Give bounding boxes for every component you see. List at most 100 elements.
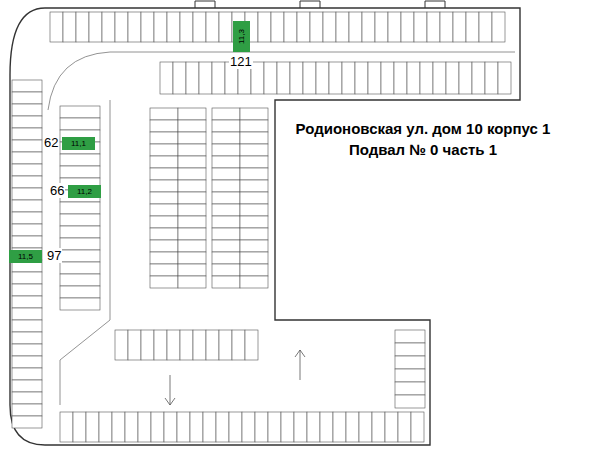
parking-space: [212, 120, 240, 132]
parking-space: [12, 128, 42, 140]
parking-space: [271, 12, 284, 42]
parking-space: [12, 200, 42, 212]
parking-space: [427, 12, 440, 42]
parking-space: [240, 180, 268, 192]
parking-space: [212, 132, 240, 144]
parking-space: [12, 404, 42, 416]
parking-space: [60, 286, 100, 298]
parking-space: [178, 264, 206, 276]
parking-space: [492, 12, 505, 42]
highlighted-space: 6211,1: [62, 137, 95, 150]
parking-space: [212, 264, 240, 276]
parking-space: [255, 412, 268, 442]
parking-space: [150, 180, 178, 192]
parking-space: [242, 412, 255, 442]
parking-space: [150, 156, 178, 168]
parking-space: [178, 156, 206, 168]
parking-space: [193, 330, 206, 360]
parking-space: [362, 12, 375, 42]
parking-space: [212, 204, 240, 216]
parking-space: [212, 228, 240, 240]
parking-space: [240, 276, 268, 288]
parking-space: [446, 62, 459, 94]
parking-space: [178, 240, 206, 252]
parking-space: [167, 330, 180, 360]
ramp-arrow: [295, 350, 305, 380]
space-area: 11,1: [71, 139, 86, 148]
parking-space: [303, 62, 316, 94]
parking-space: [12, 224, 42, 236]
parking-space: [212, 168, 240, 180]
building-outline: [10, 8, 520, 445]
parking-space: [112, 412, 125, 442]
space-number: 121: [229, 54, 253, 69]
parking-space: [150, 276, 178, 288]
highlighted-space: 6611,2: [68, 185, 101, 198]
parking-space: [150, 120, 178, 132]
parking-space: [407, 62, 420, 94]
parking-space: [60, 154, 100, 166]
parking-space: [178, 144, 206, 156]
parking-space: [177, 412, 190, 442]
parking-space: [472, 62, 485, 94]
parking-space: [212, 216, 240, 228]
parking-space: [178, 168, 206, 180]
parking-space: [219, 330, 232, 360]
parking-space: [240, 204, 268, 216]
stair-bump: [300, 1, 320, 8]
parking-space: [12, 296, 42, 308]
parking-space: [375, 12, 388, 42]
parking-space: [12, 236, 42, 248]
parking-space: [245, 330, 258, 360]
parking-space: [401, 12, 414, 42]
parking-space: [60, 202, 100, 214]
parking-space: [178, 180, 206, 192]
parking-space: [294, 412, 307, 442]
parking-space: [206, 330, 219, 360]
parking-space: [138, 412, 151, 442]
parking-space: [89, 12, 102, 42]
parking-space: [150, 144, 178, 156]
parking-space: [63, 12, 76, 42]
parking-space: [12, 116, 42, 128]
parking-space: [240, 168, 268, 180]
parking-space: [284, 12, 297, 42]
parking-space: [102, 12, 115, 42]
parking-space: [150, 264, 178, 276]
parking-space: [216, 412, 229, 442]
parking-space: [251, 62, 264, 94]
plan-title: Родионовская ул. дом 10 корпус 1 Подвал …: [278, 118, 568, 160]
parking-space: [178, 132, 206, 144]
parking-space: [203, 412, 216, 442]
parking-space: [128, 330, 141, 360]
parking-space: [329, 62, 342, 94]
parking-space: [395, 395, 425, 408]
parking-space: [372, 412, 385, 442]
parking-space: [150, 192, 178, 204]
parking-space: [12, 284, 42, 296]
parking-space: [206, 12, 219, 42]
parking-space: [12, 308, 42, 320]
parking-space: [12, 344, 42, 356]
highlighted-space: 11,597: [9, 250, 42, 263]
parking-space: [433, 62, 446, 94]
parking-space: [173, 62, 186, 94]
parking-space: [277, 62, 290, 94]
parking-space: [12, 80, 42, 92]
parking-space: [154, 330, 167, 360]
parking-space: [349, 12, 362, 42]
parking-space: [60, 298, 100, 310]
parking-space: [240, 252, 268, 264]
parking-space: [141, 12, 154, 42]
parking-space: [307, 412, 320, 442]
parking-space: [323, 12, 336, 42]
parking-space: [240, 264, 268, 276]
parking-space: [212, 240, 240, 252]
parking-space: [240, 192, 268, 204]
parking-space: [485, 62, 498, 94]
parking-space: [240, 120, 268, 132]
parking-space: [281, 412, 294, 442]
parking-space: [479, 12, 492, 42]
parking-space: [368, 62, 381, 94]
